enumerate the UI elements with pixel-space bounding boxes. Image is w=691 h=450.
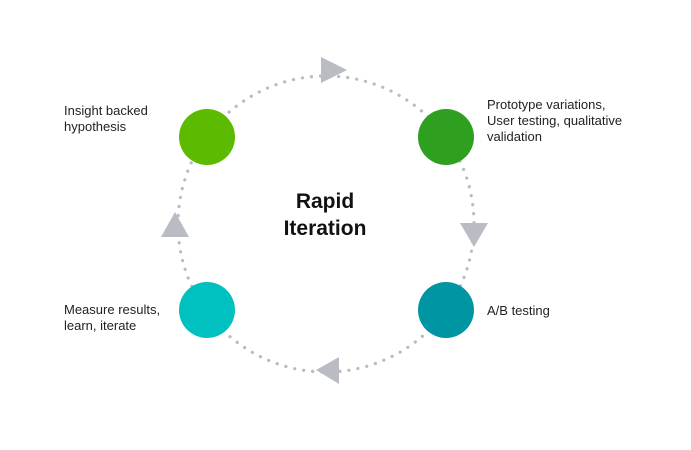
step-circle-ab-testing	[418, 282, 474, 338]
arrow-top-icon	[321, 57, 347, 83]
arrow-left-icon	[161, 212, 189, 237]
step-circle-measure	[179, 282, 235, 338]
arrow-bottom-icon	[316, 357, 339, 384]
step-label-ab-testing: A/B testing	[487, 303, 550, 318]
center-title: Rapid Iteration	[283, 190, 367, 240]
step-label-measure: Measure results, learn, iterate	[64, 302, 161, 333]
arrow-right-icon	[460, 223, 488, 247]
step-circle-hypothesis	[179, 109, 235, 165]
step-label-prototype: Prototype variations, User testing, qual…	[487, 97, 623, 144]
step-label-hypothesis: Insight backed hypothesis	[64, 103, 148, 134]
step-circle-prototype	[418, 109, 474, 165]
